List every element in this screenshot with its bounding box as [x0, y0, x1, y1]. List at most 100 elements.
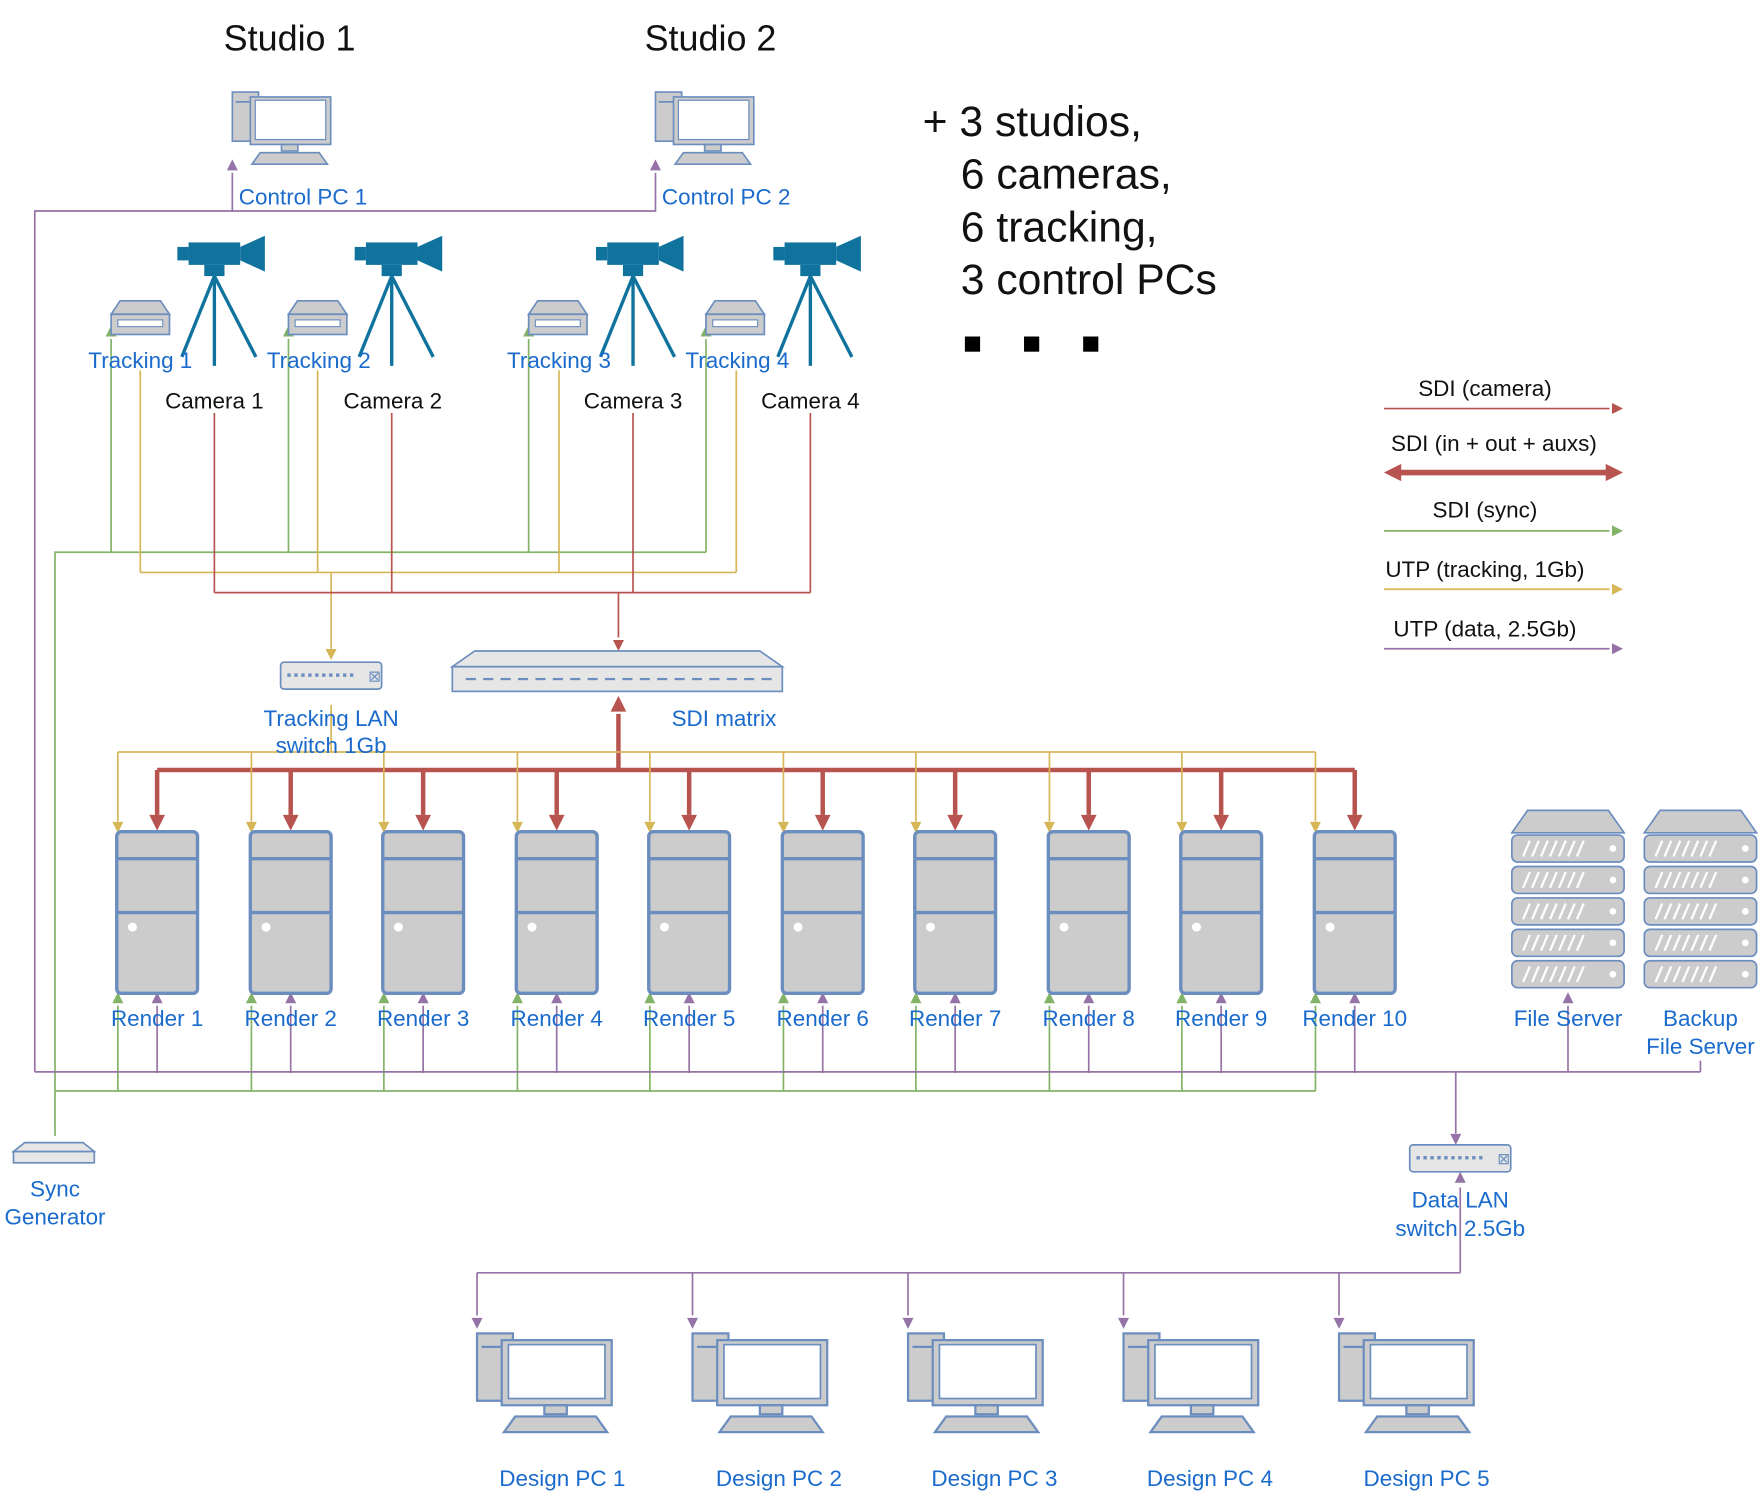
- render-2-label: Render 2: [244, 1006, 337, 1032]
- render-6-sync-arrow: [777, 992, 789, 1004]
- render-5-sdi-arrow: [681, 814, 698, 831]
- render-2-power: [261, 922, 271, 932]
- render-3-sdi-arrow: [415, 814, 432, 831]
- file-server-icon-vent: [1575, 965, 1585, 983]
- render-6-data-arrow: [817, 992, 829, 1004]
- legend-sdi-camera-arrow: [1611, 403, 1623, 415]
- camera-3-label: Camera 3: [583, 389, 683, 415]
- sync-generator-label-line-1: Sync: [30, 1177, 80, 1203]
- render-3-data-arrow: [417, 992, 429, 1004]
- design-pc-4-data-arrow: [1118, 1317, 1130, 1329]
- backup-server-icon-led: [1741, 970, 1749, 978]
- summary-line-3: 6 tracking,: [960, 204, 1158, 252]
- backup-server-icon-vent: [1654, 934, 1664, 952]
- camera-1-icon-leg-right: [212, 275, 258, 358]
- data-switch-icon-port: [1472, 1156, 1476, 1160]
- file-server-icon-top: [1510, 809, 1626, 834]
- render-5-label: Render 5: [642, 1006, 736, 1032]
- camera-3-icon-leg-left: [598, 275, 635, 358]
- file-server-icon-vent: [1557, 903, 1567, 920]
- legend-sdi-inout-label: SDI (in + out + auxs): [1390, 432, 1597, 457]
- render-7-icon: [913, 830, 998, 996]
- render-6-tracking-arrow: [777, 821, 789, 833]
- control-pc-1-label: Control PC 1: [238, 185, 368, 210]
- tracking-2-icon-panel: [294, 319, 341, 328]
- file-server-icon-vent: [1540, 903, 1549, 920]
- render-10-icon: [1312, 830, 1397, 996]
- file-server-icon-vent: [1522, 840, 1531, 857]
- backup-server-icon-vent: [1708, 934, 1718, 952]
- file-server-icon-led: [1609, 970, 1617, 978]
- backup-server-icon-vent: [1654, 840, 1664, 857]
- render-5-data-arrow: [683, 992, 695, 1004]
- camera-3-icon-leg-right: [631, 275, 677, 358]
- camera-1-icon: [177, 235, 265, 366]
- data-switch-label-line-2: switch 2.5Gb: [1395, 1216, 1526, 1242]
- backup-server-icon-unit: [1643, 865, 1758, 895]
- file-server-icon-vent: [1522, 871, 1531, 889]
- sdi-matrix-label: SDI matrix: [671, 707, 777, 732]
- control-pc-2-label: Control PC 2: [661, 185, 791, 210]
- render-2-sync-arrow: [245, 992, 257, 1004]
- backup-server-icon-vent: [1708, 903, 1718, 920]
- file-server-icon-vent: [1575, 934, 1585, 952]
- backup-server-icon-vent: [1699, 903, 1709, 920]
- render-2-sdi-arrow: [282, 814, 299, 831]
- legend-sdi-sync-label: SDI (sync): [1432, 498, 1538, 524]
- tracking-switch-icon-port: [301, 673, 305, 677]
- design-pc-4-label: Design PC 4: [1146, 1466, 1273, 1492]
- file-server-icon-vent: [1540, 871, 1549, 889]
- summary-line-2: 6 cameras,: [960, 151, 1172, 199]
- backup-server-icon-led: [1741, 876, 1749, 884]
- legend-sdi-inout-arrow-left: [1383, 463, 1402, 482]
- file-server-icon-led: [1609, 939, 1617, 947]
- camera-2-icon-leg-right: [390, 275, 435, 358]
- backup-server-icon-vent: [1672, 934, 1682, 952]
- backup-server-icon-led: [1741, 845, 1749, 852]
- tracking-3-icon-panel: [534, 319, 581, 328]
- legend-sdi-inout-arrow-right: [1605, 463, 1623, 482]
- render-2-tracking-arrow: [245, 821, 257, 833]
- design-pc-5-icon: [1337, 1332, 1475, 1434]
- legend-utp-data-arrow: [1611, 643, 1623, 655]
- render-4-data-arrow: [551, 992, 563, 1004]
- data-switch-icon-port: [1465, 1156, 1469, 1160]
- data-switch-icon-port: [1437, 1156, 1441, 1160]
- tracking-4-label: Tracking 4: [685, 349, 790, 374]
- tracking-switch-icon-port: [308, 673, 312, 677]
- tracking-switch-label-line-1: Tracking LAN: [263, 707, 399, 732]
- control-pc-1-icon: [231, 91, 332, 165]
- file-server-data-arrow: [1562, 992, 1574, 1004]
- tracking-1-label: Tracking 1: [88, 349, 193, 374]
- backup-server-label-line-1: Backup: [1662, 1006, 1738, 1032]
- render-8-power: [1059, 922, 1069, 932]
- tracking-1-icon-panel: [117, 319, 164, 328]
- render-9-power: [1191, 922, 1201, 932]
- tracking-2-icon: [286, 299, 349, 336]
- backup-server-icon-vent: [1672, 871, 1682, 889]
- data-switch-label-line-1: Data LAN: [1411, 1188, 1509, 1214]
- data-switch-arrow: [1450, 1133, 1462, 1145]
- control-pc-1-icon-keyboard: [250, 151, 329, 165]
- camera-2-icon-body: [365, 242, 418, 265]
- camera-3-icon-lens: [595, 246, 608, 261]
- design-pc-2-icon: [691, 1332, 829, 1434]
- file-server-icon-vent: [1575, 871, 1585, 889]
- camera-1-icon-leg-left: [180, 275, 216, 358]
- render-1-sync-arrow: [112, 992, 124, 1004]
- design-pc-4-icon-keyboard: [1148, 1415, 1256, 1434]
- render-4-sync-arrow: [511, 992, 523, 1004]
- render-9-tracking-arrow: [1176, 821, 1188, 833]
- backup-server-icon-vent: [1654, 871, 1664, 889]
- data-switch-icon-port: [1458, 1156, 1462, 1160]
- render-3-tracking-arrow: [378, 821, 390, 833]
- render-1-sdi-arrow: [149, 814, 165, 831]
- data-switch-up-arrow: [1454, 1171, 1466, 1183]
- file-server-icon-vent: [1549, 934, 1558, 952]
- legend-utp-tracking-arrow: [1611, 583, 1623, 595]
- control-pc-1-data-wire: [33, 172, 234, 1072]
- design-pc-1-data-arrow: [471, 1317, 483, 1329]
- camera-4-icon: [773, 235, 861, 366]
- design-pc-1-icon-stand: [543, 1404, 568, 1416]
- tracking-switch-arrow: [325, 648, 337, 660]
